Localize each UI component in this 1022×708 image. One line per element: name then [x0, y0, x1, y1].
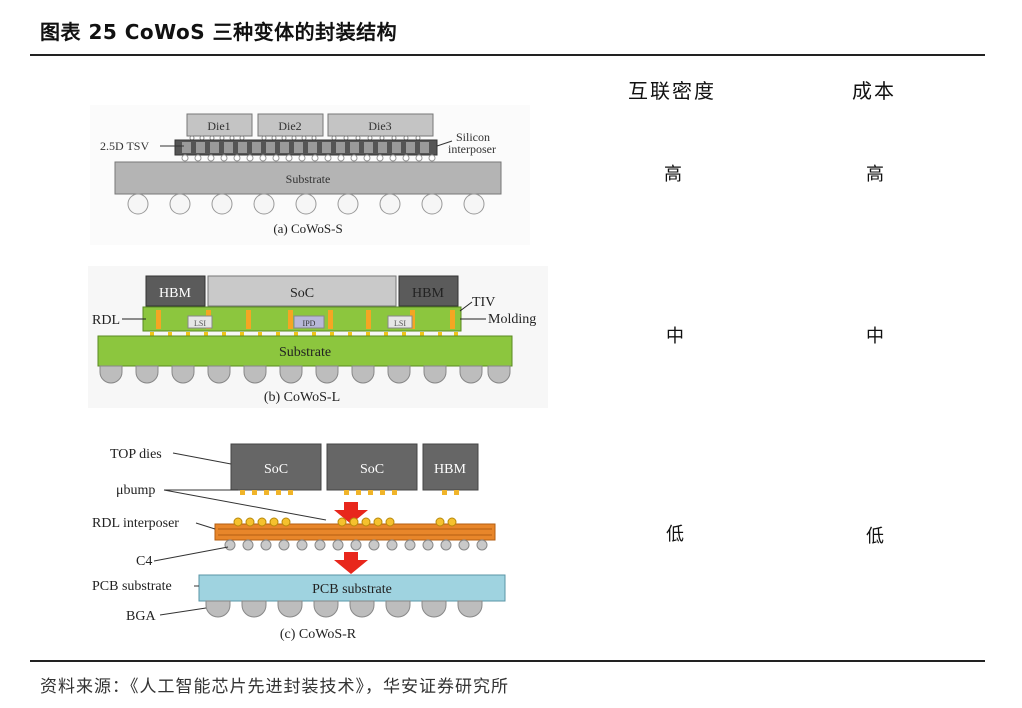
substrate-label-s: Substrate	[286, 172, 331, 186]
column-header-cost: 成本	[852, 79, 896, 103]
density-cowos-l: 中	[666, 326, 684, 347]
rdl-interposer-label: RDL interposer	[92, 516, 179, 531]
ipd-label: IPD	[303, 319, 316, 328]
lsi-left-label: LSI	[194, 319, 206, 328]
substrate-label-l: Substrate	[279, 345, 331, 360]
top-rule	[30, 54, 985, 56]
diagram-cowos-r: SoC SoC HBM PCB substrate TOP dies μbump…	[88, 432, 550, 648]
density-cowos-r: 低	[666, 524, 684, 545]
hbm-left-label: HBM	[159, 286, 191, 301]
cost-cowos-s: 高	[866, 164, 884, 185]
die2-label: Die2	[278, 119, 301, 133]
top-dies-label: TOP dies	[110, 447, 162, 462]
cost-cowos-r: 低	[866, 526, 884, 547]
pcb-substrate-label: PCB substrate	[92, 579, 172, 594]
c4-label: C4	[136, 554, 152, 569]
tsv-label: 2.5D TSV	[100, 139, 149, 153]
die1-label: Die1	[207, 119, 230, 133]
interposer-label-1: Silicon	[456, 130, 490, 144]
soc1-label: SoC	[264, 462, 288, 477]
hbm-label-r: HBM	[434, 462, 466, 477]
caption-cowos-r: (c) CoWoS-R	[280, 627, 357, 642]
source-note: 资料来源：《人工智能芯片先进封装技术》，华安证券研究所	[40, 677, 509, 697]
hbm-right-label: HBM	[412, 286, 444, 301]
bga-label: BGA	[126, 609, 156, 624]
column-header-density: 互联密度	[628, 79, 716, 103]
caption-cowos-s: (a) CoWoS-S	[273, 221, 342, 236]
tiv-label: TIV	[472, 295, 495, 310]
rdl-label: RDL	[92, 313, 120, 328]
figure-title: 图表 25 CoWoS 三种变体的封装结构	[40, 20, 398, 44]
arrow-down-icon	[334, 552, 368, 574]
interposer-label-2: interposer	[448, 142, 496, 156]
soc-label-l: SoC	[290, 286, 314, 301]
die3-label: Die3	[368, 119, 391, 133]
diagram-cowos-l: HBM SoC HBM LSI IPD LSI RDL TIV Molding …	[88, 266, 548, 408]
ubump-label: μbump	[116, 483, 155, 498]
lsi-right-label: LSI	[394, 319, 406, 328]
density-cowos-s: 高	[664, 164, 682, 185]
cost-cowos-l: 中	[866, 326, 884, 347]
molding-label: Molding	[488, 312, 536, 327]
pcb-box-label: PCB substrate	[312, 582, 392, 597]
caption-cowos-l: (b) CoWoS-L	[264, 390, 340, 405]
soc2-label: SoC	[360, 462, 384, 477]
arrow-down-icon	[334, 502, 368, 524]
diagram-cowos-s: Die1 Die2 Die3 2.5D TSV Silicon interpos…	[90, 105, 530, 245]
bottom-rule	[30, 660, 985, 662]
